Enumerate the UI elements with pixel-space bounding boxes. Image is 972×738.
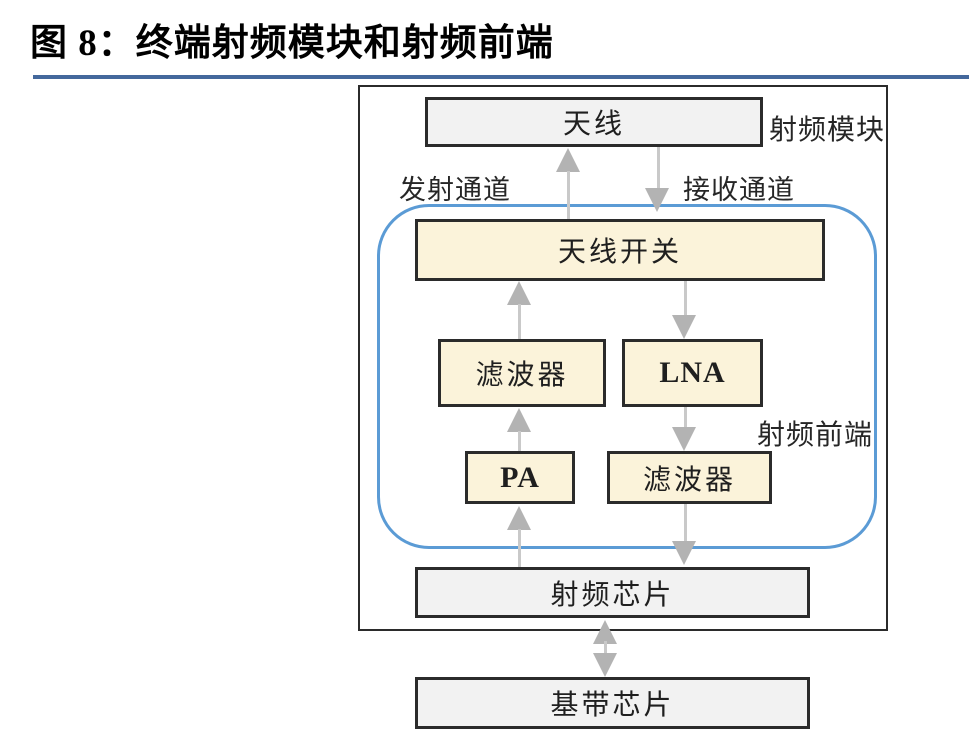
tx-filter-block: 滤波器 bbox=[438, 339, 606, 407]
figure-title: 图 8：终端射频模块和射频前端 bbox=[30, 23, 554, 64]
title-underline bbox=[33, 75, 969, 79]
tx-channel-caption: 发射通道 bbox=[399, 175, 511, 205]
antenna-switch-block: 天线开关 bbox=[415, 219, 825, 281]
rf-frontend-caption: 射频前端 bbox=[757, 420, 874, 451]
pa-label: PA bbox=[500, 460, 540, 494]
baseband-chip-label: 基带芯片 bbox=[550, 690, 675, 721]
rf-module-caption: 射频模块 bbox=[769, 115, 886, 146]
rf-frontend-outline bbox=[377, 204, 877, 549]
pa-block: PA bbox=[465, 451, 575, 504]
baseband-chip-block: 基带芯片 bbox=[415, 677, 810, 729]
tx-filter-label: 滤波器 bbox=[475, 360, 569, 391]
rx-filter-label: 滤波器 bbox=[642, 464, 736, 496]
lna-label: LNA bbox=[659, 356, 726, 389]
antenna-block: 天线 bbox=[425, 97, 763, 147]
antenna-label: 天线 bbox=[562, 109, 625, 140]
antenna-switch-label: 天线开关 bbox=[557, 237, 682, 268]
rx-filter-block: 滤波器 bbox=[607, 451, 772, 504]
rf-chip-label: 射频芯片 bbox=[550, 579, 675, 611]
lna-block: LNA bbox=[622, 339, 763, 407]
rf-chip-block: 射频芯片 bbox=[415, 567, 810, 618]
rx-channel-caption: 接收通道 bbox=[683, 175, 795, 205]
rf-module-outline bbox=[358, 85, 888, 631]
